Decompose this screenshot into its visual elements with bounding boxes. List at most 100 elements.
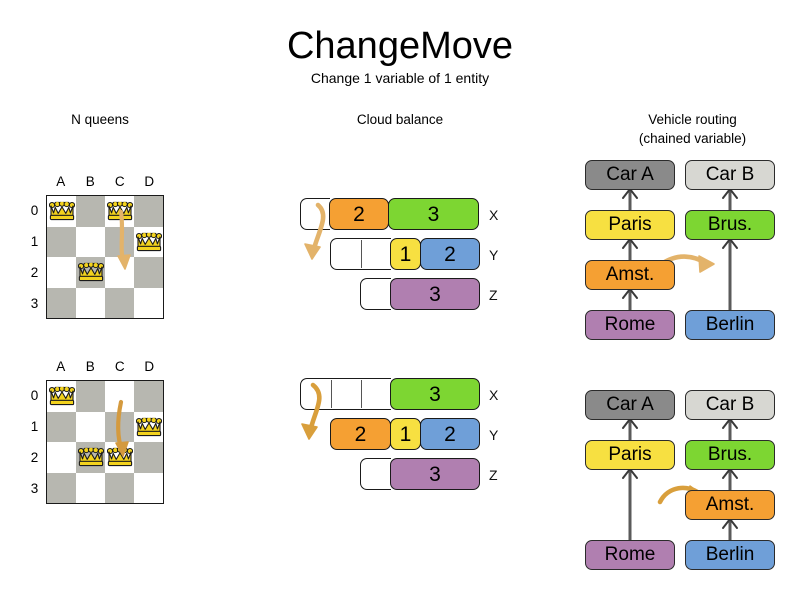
board-cell-a3[interactable] <box>47 287 76 318</box>
board-row-label-2: 2 <box>30 265 39 280</box>
queen-piece[interactable] <box>77 263 104 282</box>
board-row-label-0: 0 <box>30 388 39 403</box>
board-cell-a0[interactable] <box>47 381 76 412</box>
board-cell-a1[interactable] <box>47 226 76 257</box>
cloud-label-y: Y <box>489 247 499 263</box>
board-cell-d1[interactable] <box>134 226 163 257</box>
board-col-label-c: C <box>114 174 125 189</box>
board-col-label-b: B <box>85 359 95 374</box>
board-cell-d0[interactable] <box>134 196 163 227</box>
cloud-label-y: Y <box>489 427 499 443</box>
page-subtitle: Change 1 variable of 1 entity <box>310 70 490 86</box>
cloud-seg-divider <box>331 380 332 408</box>
routing-node-berlin[interactable]: Berlin <box>685 310 775 340</box>
nqueens-board-before: A B C D 0 1 2 3 <box>25 170 185 330</box>
nqueens-board-after: A B C D 0 1 2 3 <box>25 355 185 515</box>
board-cell-a2[interactable] <box>47 257 76 288</box>
routing-node-car-b[interactable]: Car B <box>685 390 775 420</box>
board-col-label-b: B <box>85 174 95 189</box>
cloud-bar-z-before: 3 <box>360 278 480 310</box>
cloud-seg-process-1[interactable]: 1 <box>390 238 421 270</box>
board-row-label-1: 1 <box>30 419 39 434</box>
board-cell-b1[interactable] <box>76 226 105 257</box>
cloud-label-z: Z <box>489 467 498 483</box>
routing-node-rome[interactable]: Rome <box>585 540 675 570</box>
board-cell-a1[interactable] <box>47 411 76 442</box>
board-cell-c3[interactable] <box>105 472 134 503</box>
board-cell-d0[interactable] <box>134 381 163 412</box>
board-row-label-1: 1 <box>30 234 39 249</box>
cloud-seg-process-2-moved[interactable]: 2 <box>330 418 391 450</box>
board-cell-d3[interactable] <box>134 472 163 503</box>
section-heading-vehicle-routing-line1: Vehicle routing <box>648 112 737 127</box>
board-cell-d2[interactable] <box>134 257 163 288</box>
board-row-label-3: 3 <box>30 481 39 496</box>
routing-node-brussels[interactable]: Brus. <box>685 440 775 470</box>
queen-piece[interactable] <box>77 448 104 467</box>
board-col-label-a: A <box>56 359 66 374</box>
routing-node-berlin[interactable]: Berlin <box>685 540 775 570</box>
routing-node-paris[interactable]: Paris <box>585 210 675 240</box>
board-cell-a2[interactable] <box>47 442 76 473</box>
routing-node-paris[interactable]: Paris <box>585 440 675 470</box>
board-col-label-c: C <box>114 359 125 374</box>
queen-piece[interactable] <box>135 232 162 252</box>
queen-piece[interactable] <box>48 387 75 406</box>
cloud-seg-process-2[interactable]: 2 <box>329 198 389 230</box>
cloud-seg-process-3[interactable]: 3 <box>388 198 479 230</box>
routing-node-car-a[interactable]: Car A <box>585 390 675 420</box>
board-cell-d3[interactable] <box>134 287 163 318</box>
cloud-seg-free <box>330 238 391 270</box>
board-cell-d2[interactable] <box>134 442 163 473</box>
section-heading-cloud-balance: Cloud balance <box>356 112 444 127</box>
cloud-seg-free <box>360 278 391 310</box>
cloud-bar-y-after: 2 1 2 <box>330 418 480 450</box>
routing-node-rome[interactable]: Rome <box>585 310 675 340</box>
cloud-seg-free <box>360 458 391 490</box>
board-col-label-a: A <box>56 174 66 189</box>
board-cell-b1[interactable] <box>76 411 105 442</box>
board-col-label-d: D <box>144 359 155 374</box>
board-cell-b0[interactable] <box>76 196 105 227</box>
board-row-label-3: 3 <box>30 296 39 311</box>
cloud-seg-process-3[interactable]: 3 <box>390 278 480 310</box>
cloud-seg-process-3[interactable]: 3 <box>390 458 480 490</box>
routing-node-car-b[interactable]: Car B <box>685 160 775 190</box>
cloud-seg-process-2[interactable]: 2 <box>420 418 480 450</box>
board-cell-d1[interactable] <box>134 411 163 442</box>
queen-piece[interactable] <box>135 417 162 437</box>
cloud-bar-y-before: 1 2 <box>330 238 480 270</box>
routing-node-amsterdam[interactable]: Amst. <box>685 490 775 520</box>
board-cell-a0[interactable] <box>47 196 76 227</box>
cloud-seg-process-2[interactable]: 2 <box>420 238 480 270</box>
cloud-seg-process-3[interactable]: 3 <box>390 378 480 410</box>
routing-node-amsterdam[interactable]: Amst. <box>585 260 675 290</box>
cloud-seg-process-1[interactable]: 1 <box>390 418 421 450</box>
board-row-label-0: 0 <box>30 203 39 218</box>
page-title: ChangeMove <box>286 25 514 67</box>
queen-piece[interactable] <box>48 202 75 221</box>
board-cell-b3[interactable] <box>76 472 105 503</box>
cloud-seg-divider <box>361 380 362 408</box>
board-cell-a3[interactable] <box>47 472 76 503</box>
routing-node-car-a[interactable]: Car A <box>585 160 675 190</box>
section-heading-nqueens: N queens <box>71 112 129 127</box>
routing-node-brussels[interactable]: Brus. <box>685 210 775 240</box>
board-cell-b2[interactable] <box>76 442 105 473</box>
chessboard-grid-after <box>46 380 164 504</box>
board-row-label-2: 2 <box>30 450 39 465</box>
cloud-label-z: Z <box>489 287 498 303</box>
board-cell-b3[interactable] <box>76 287 105 318</box>
cloud-bar-x-before: 2 3 <box>300 198 480 230</box>
cloud-seg-divider <box>361 240 362 268</box>
board-cell-b2[interactable] <box>76 257 105 288</box>
board-col-label-d: D <box>144 174 155 189</box>
board-cell-c3[interactable] <box>105 287 134 318</box>
board-cell-b0[interactable] <box>76 381 105 412</box>
section-heading-vehicle-routing-line2: (chained variable) <box>638 131 747 146</box>
cloud-label-x: X <box>489 387 499 403</box>
